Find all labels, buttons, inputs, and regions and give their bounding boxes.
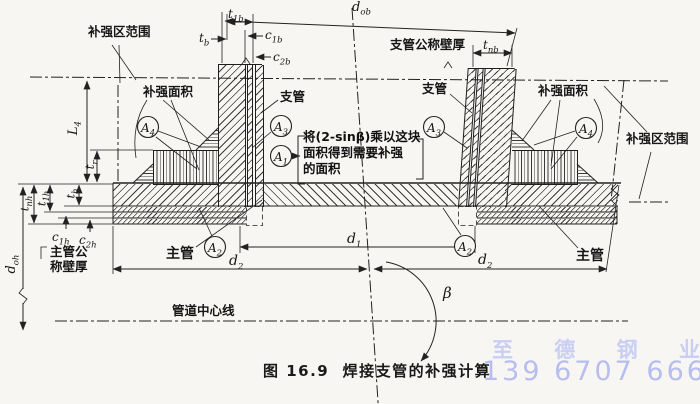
leader-lines [111,44,652,249]
dim-d2-left-label: d2 [229,253,244,272]
note-brackets [40,135,424,259]
reinf-area-right-label: 补强面积 [538,83,589,98]
dim-tnh-label: tnh [17,195,35,212]
dim-dob-label: dob [352,0,371,18]
dim-c2b-label: c2b [273,50,291,68]
area-a2-left-label: A2 [207,241,223,259]
pipe-centerline-label: 管道中心线 [172,303,235,318]
beta-angle-label: β [443,284,452,302]
dim-tnb-label: tnb [483,38,499,56]
note-line-2: 面积得到需要补强 [303,145,404,160]
header-band-left-1 [113,207,246,212]
area-circles [136,114,598,259]
dim-d1-label: d1 [347,231,362,250]
dimension-lines [18,17,608,331]
beta-angle-arc [385,261,437,362]
zone-range-left-label: 补强区范围 [88,24,151,39]
pad-right-rect [512,150,578,185]
header-band-right-3 [477,219,617,224]
branch-pipe-right-label: 支管 [422,81,448,96]
dim-doh-label: doh [3,254,22,274]
area-a2-right-label: A2 [457,240,473,258]
dim-c1b-label: c1b [265,28,283,46]
weld-marks [241,57,453,69]
dim-tb-label: tb [199,31,210,49]
dim-d2-right-label: d2 [478,252,493,271]
note-line-1: 将(2-sinβ)乘以这块 [303,129,421,144]
zone-boundary-lines [29,76,669,203]
header-band-left-2 [113,213,246,218]
area-a3-left-label: A3 [273,120,289,138]
figure-caption: 图 16.9 焊接支管的补强计算 [263,362,492,380]
header-wall-right-hatch [505,184,618,206]
dim-l4-label: L4 [65,121,84,136]
zone-range-right-label: 补强区范围 [626,131,689,146]
dim-c1h-label: c1h [52,230,70,248]
watermark-company: 至 德 钢 业 [492,338,700,362]
watermark-phone: 139 6707 6667 [482,356,700,387]
opening-area-a1-hatch [262,184,458,206]
branch-wall-label: 支管公称壁厚 [390,37,466,52]
dim-t1b-label: t1b [228,7,244,25]
dim-tr-label: tr [83,160,101,170]
main-pipe-right-label: 主管 [576,248,604,264]
reinf-area-left-label: 补强面积 [143,84,194,99]
branch-pipe-left-label: 支管 [280,89,306,104]
header-outline [112,182,621,273]
header-wall-left-hatch [113,184,218,206]
main-wall-label-line1: 主管公 [50,244,88,259]
header-band-right-2 [477,213,617,218]
dim-c2h-label: c2h [79,233,97,251]
area-a3-right-label: A3 [426,121,442,139]
area-a4-left-label: A4 [140,121,156,139]
dim-th-label: th [63,188,81,199]
main-wall-label-line2: 称壁厚 [50,259,88,274]
header-band-right-1 [477,207,617,212]
area-a4-right-label: A4 [578,122,594,140]
pad-left-rect [153,150,219,185]
area-a1-label: A1 [273,150,289,168]
header-band-left-3 [113,219,246,224]
main-pipe-left-label: 主管 [166,246,194,262]
note-line-3: 的面积 [303,161,341,176]
dim-t1h-label: t1h [34,190,52,207]
centerlines [55,7,628,404]
